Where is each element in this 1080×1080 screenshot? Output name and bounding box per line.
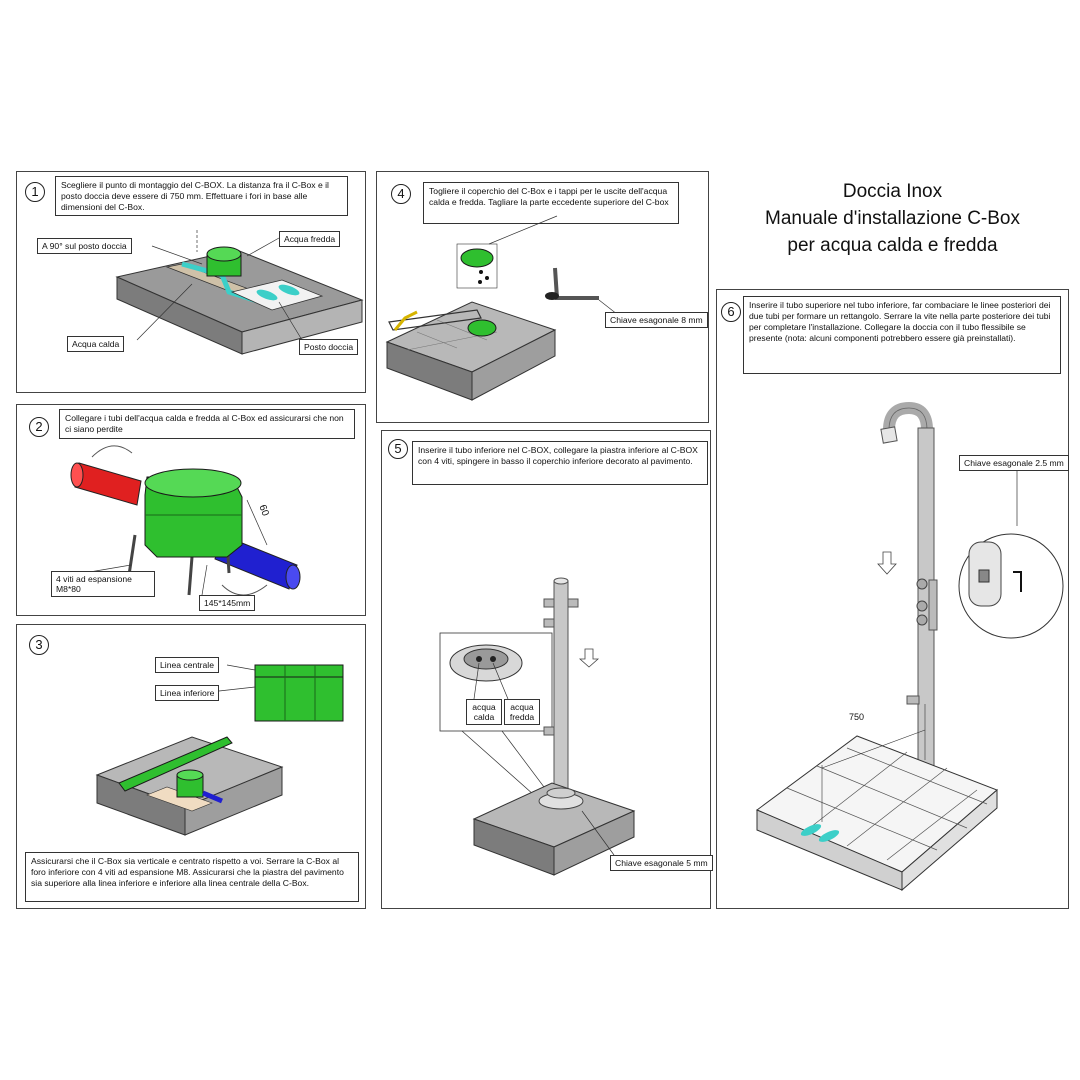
label-lower-line: Linea inferiore	[155, 685, 220, 701]
step-6-number: 6	[721, 302, 741, 322]
label-hot-water-detail: acqua calda	[466, 699, 502, 725]
step-1-illustration	[115, 230, 364, 355]
title-line-2: Manuale d'installazione C-Box	[765, 208, 1020, 229]
footprint-icon	[256, 289, 278, 301]
label-box-size: 145*145mm	[199, 595, 256, 611]
step-6-instructions: Inserire il tubo superiore nel tubo infe…	[743, 296, 1061, 374]
label-hex-key-5: Chiave esagonale 5 mm	[610, 855, 713, 871]
step-4-panel: 4 Togliere il coperchio del C-Box e i ta…	[376, 171, 709, 423]
step-1-panel: 1 Scegliere il punto di montaggio del C-…	[16, 171, 366, 393]
footprint-icon	[278, 284, 300, 296]
step-2-instructions: Collegare i tubi dell'acqua calda e fred…	[59, 409, 355, 439]
label-hex-key-2-5: Chiave esagonale 2.5 mm	[959, 455, 1069, 471]
step-5-instructions: Inserire il tubo inferiore nel C-BOX, co…	[412, 441, 708, 485]
label-90-degree: A 90° sul posto doccia	[37, 238, 132, 254]
step-3-panel: 3 Linea centrale Linea inferiore Assicur…	[16, 624, 366, 909]
title-line-3: per acqua calda e fredda	[787, 235, 998, 256]
label-shower-spot: Posto doccia	[299, 339, 359, 355]
step-3-illustration	[95, 664, 344, 836]
step-4-number: 4	[391, 184, 411, 204]
footprint-icon	[818, 830, 840, 842]
down-arrow-icon	[578, 648, 600, 668]
footprint-icon	[800, 824, 822, 836]
step-3-number: 3	[29, 635, 49, 655]
step-2-illustration	[70, 445, 301, 596]
label-cold-water: Acqua fredda	[279, 231, 341, 247]
step-5-number: 5	[388, 439, 408, 459]
step-6-panel: 6 Inserire il tubo superiore nel tubo in…	[716, 289, 1069, 909]
step-1-number: 1	[25, 182, 45, 202]
label-expansion-screws: 4 viti ad espansione M8*80	[51, 571, 155, 597]
step-3-instructions: Assicurarsi che il C-Box sia verticale e…	[25, 852, 359, 902]
step-5-illustration	[439, 577, 636, 876]
dimension-750: 750	[849, 712, 865, 722]
step-2-panel: 2 Collegare i tubi dell'acqua calda e fr…	[16, 404, 366, 616]
step-4-illustration	[385, 215, 623, 401]
step-6-illustration	[756, 401, 1064, 892]
down-arrow-icon	[877, 551, 897, 575]
manual-title: Doccia Inox Manuale d'installazione C-Bo…	[720, 178, 1065, 259]
step-5-panel: 5 Inserire il tubo inferiore nel C-BOX, …	[381, 430, 713, 909]
step-2-number: 2	[29, 417, 49, 437]
step-1-instructions: Scegliere il punto di montaggio del C-BO…	[55, 176, 348, 216]
label-central-line: Linea centrale	[155, 657, 219, 673]
label-cold-water-detail: acqua fredda	[504, 699, 540, 725]
title-line-1: Doccia Inox	[842, 181, 943, 202]
label-hex-key-8: Chiave esagonale 8 mm	[605, 312, 708, 328]
step-4-instructions: Togliere il coperchio del C-Box e i tapp…	[423, 182, 679, 224]
label-hot-water: Acqua calda	[67, 336, 125, 352]
